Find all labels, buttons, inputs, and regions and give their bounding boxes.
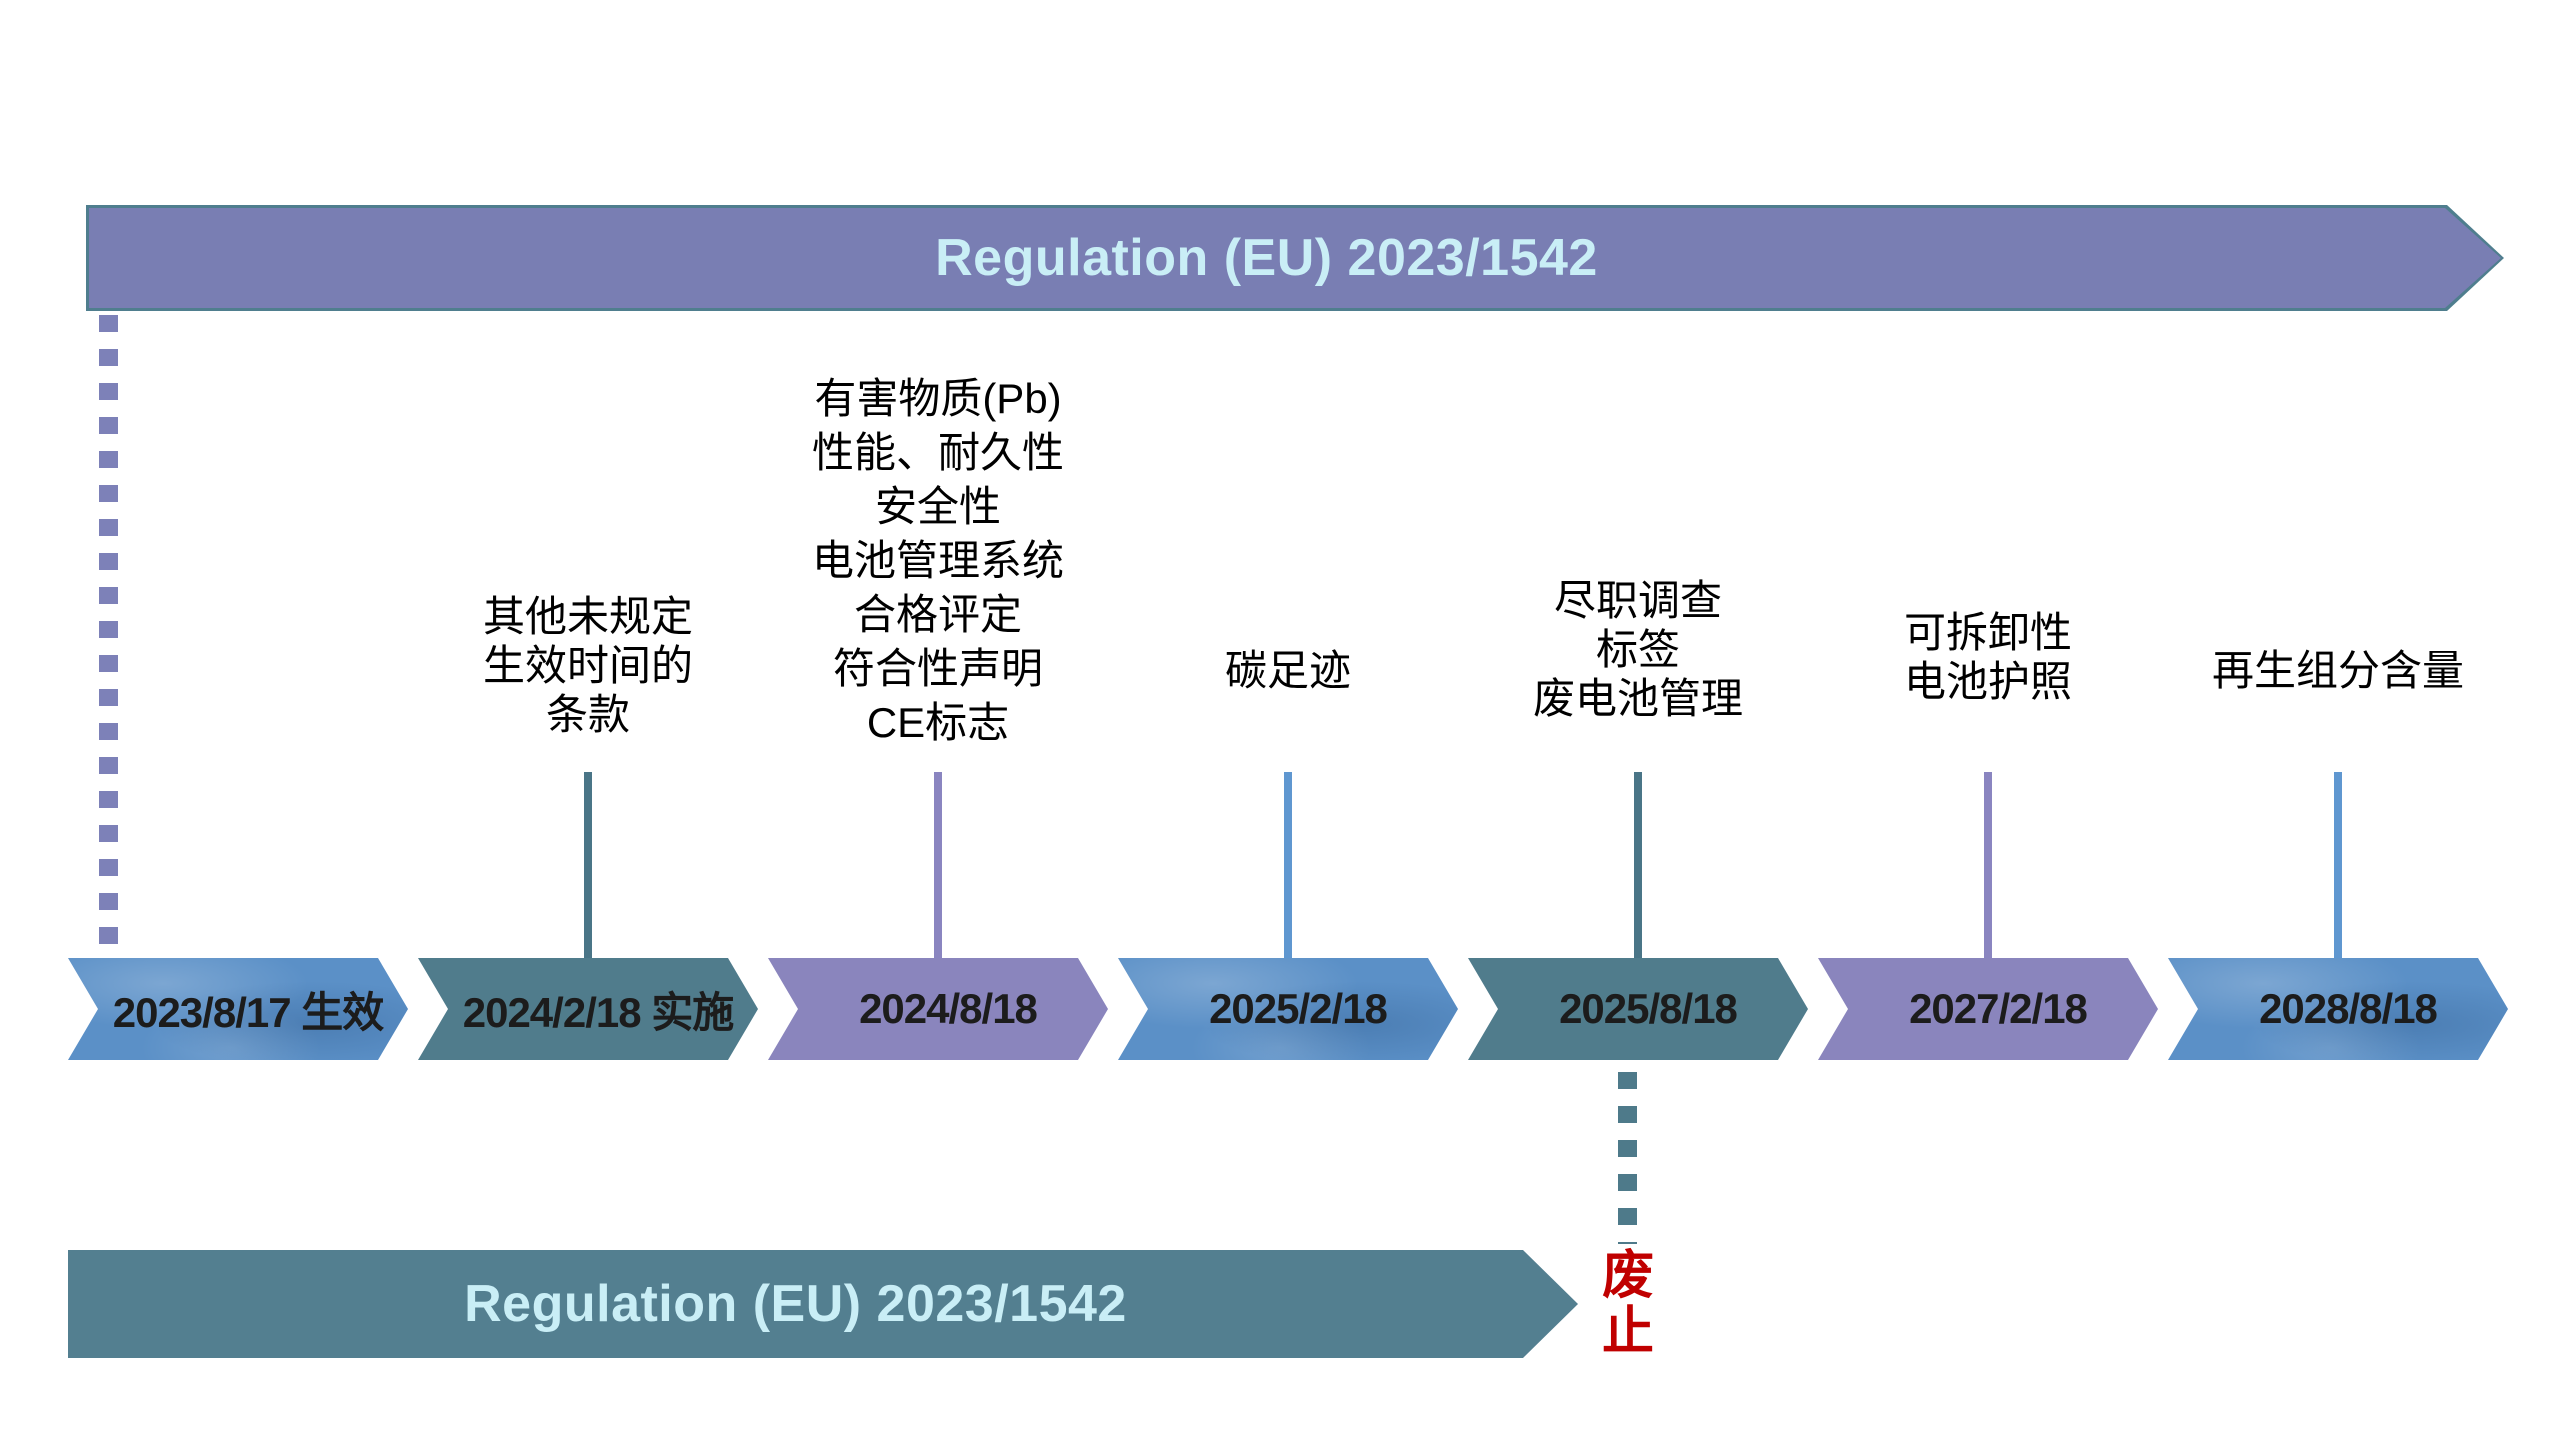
timeline-arrow-2025-8-18: 2025/8/18	[1468, 958, 1808, 1060]
milestone-note-line: 碳足迹	[1224, 647, 1351, 694]
milestone-notes-2024-8-18: 有害物质(Pb) 性能、耐久性 安全性 电池管理系统 合格评定 符合性声明 CE…	[668, 372, 1208, 750]
milestone-connector-2027-2-18	[1984, 772, 1992, 958]
timeline-date-label: 2025/2/18	[1209, 985, 1388, 1032]
milestone-note-line: CE标志	[866, 699, 1010, 746]
milestone-note-line: 电池管理系统	[811, 537, 1064, 584]
timeline-date-label: 2024/2/18 实施	[462, 988, 735, 1036]
timeline-arrow-2028-8-18: 2028/8/18	[2168, 958, 2508, 1060]
milestone-note-line: 合格评定	[853, 591, 1022, 638]
milestone-connector-2025-8-18	[1634, 772, 1642, 958]
milestone-notes-2024-2-18: 其他未规定 生效时间的 条款	[318, 592, 858, 739]
bottom-regulation-banner: Regulation (EU) 2023/1542	[68, 1250, 1578, 1358]
milestone-note-line: 生效时间的	[482, 642, 693, 689]
milestone-connector-2024-2-18	[584, 772, 592, 958]
timeline-arrow-2025-2-18: 2025/2/18	[1118, 958, 1458, 1060]
timeline-date-label: 2024/8/18	[859, 985, 1038, 1032]
timeline-date-label: 2025/8/18	[1559, 985, 1738, 1032]
top-banner-arrow-shape	[89, 208, 2501, 308]
milestone-note-line: 标签	[1595, 626, 1680, 673]
timeline-arrow-2024-8-18: 2024/8/18	[768, 958, 1108, 1060]
milestone-notes-2027-2-18: 可拆卸性 电池护照	[1718, 608, 2258, 706]
milestone-note-line: 符合性声明	[832, 645, 1043, 692]
milestone-note-line: 再生组分含量	[2211, 647, 2464, 694]
repeal-label: 废止	[1601, 1247, 1654, 1361]
milestone-notes-2025-2-18: 碳足迹	[1018, 646, 1558, 695]
milestone-connector-2024-8-18	[934, 772, 942, 958]
timeline-date-label: 2027/2/18	[1909, 985, 2088, 1032]
timeline-date-label: 2028/8/18	[2259, 985, 2438, 1032]
milestone-connector-2028-8-18	[2334, 772, 2342, 958]
top-banner-title: Regulation (EU) 2023/1542	[935, 229, 1598, 287]
milestone-connector-2025-2-18	[1284, 772, 1292, 958]
milestone-note-line: 废电池管理	[1532, 675, 1743, 722]
milestone-notes-2025-8-18: 尽职调查 标签 废电池管理	[1368, 576, 1908, 723]
timeline-date-label: 2023/8/17 生效	[112, 988, 385, 1036]
milestone-note-line: 电池护照	[1903, 658, 2072, 705]
milestone-note-line: 其他未规定	[482, 593, 693, 640]
timeline-arrow-2023-8-17: 2023/8/17 生效	[68, 958, 408, 1060]
milestone-note-line: 尽职调查	[1553, 577, 1722, 624]
milestone-note-line: 条款	[545, 691, 630, 738]
milestone-note-line: 性能、耐久性	[811, 429, 1064, 476]
milestone-note-line: 有害物质(Pb)	[814, 375, 1062, 422]
milestone-note-line: 可拆卸性	[1903, 609, 2072, 656]
repeal-dashed-connector	[1618, 1072, 1637, 1244]
top-regulation-banner: Regulation (EU) 2023/1542	[86, 205, 2504, 311]
timeline-arrow-2024-2-18: 2024/2/18 实施	[418, 958, 758, 1060]
milestone-notes-2028-8-18: 再生组分含量	[2068, 646, 2560, 695]
bottom-banner-arrow-shape	[68, 1250, 1578, 1358]
timeline-arrow-2027-2-18: 2027/2/18	[1818, 958, 2158, 1060]
milestone-note-line: 安全性	[874, 483, 1001, 530]
bottom-banner-title: Regulation (EU) 2023/1542	[464, 1275, 1127, 1333]
effective-date-dashed-connector	[99, 315, 118, 960]
